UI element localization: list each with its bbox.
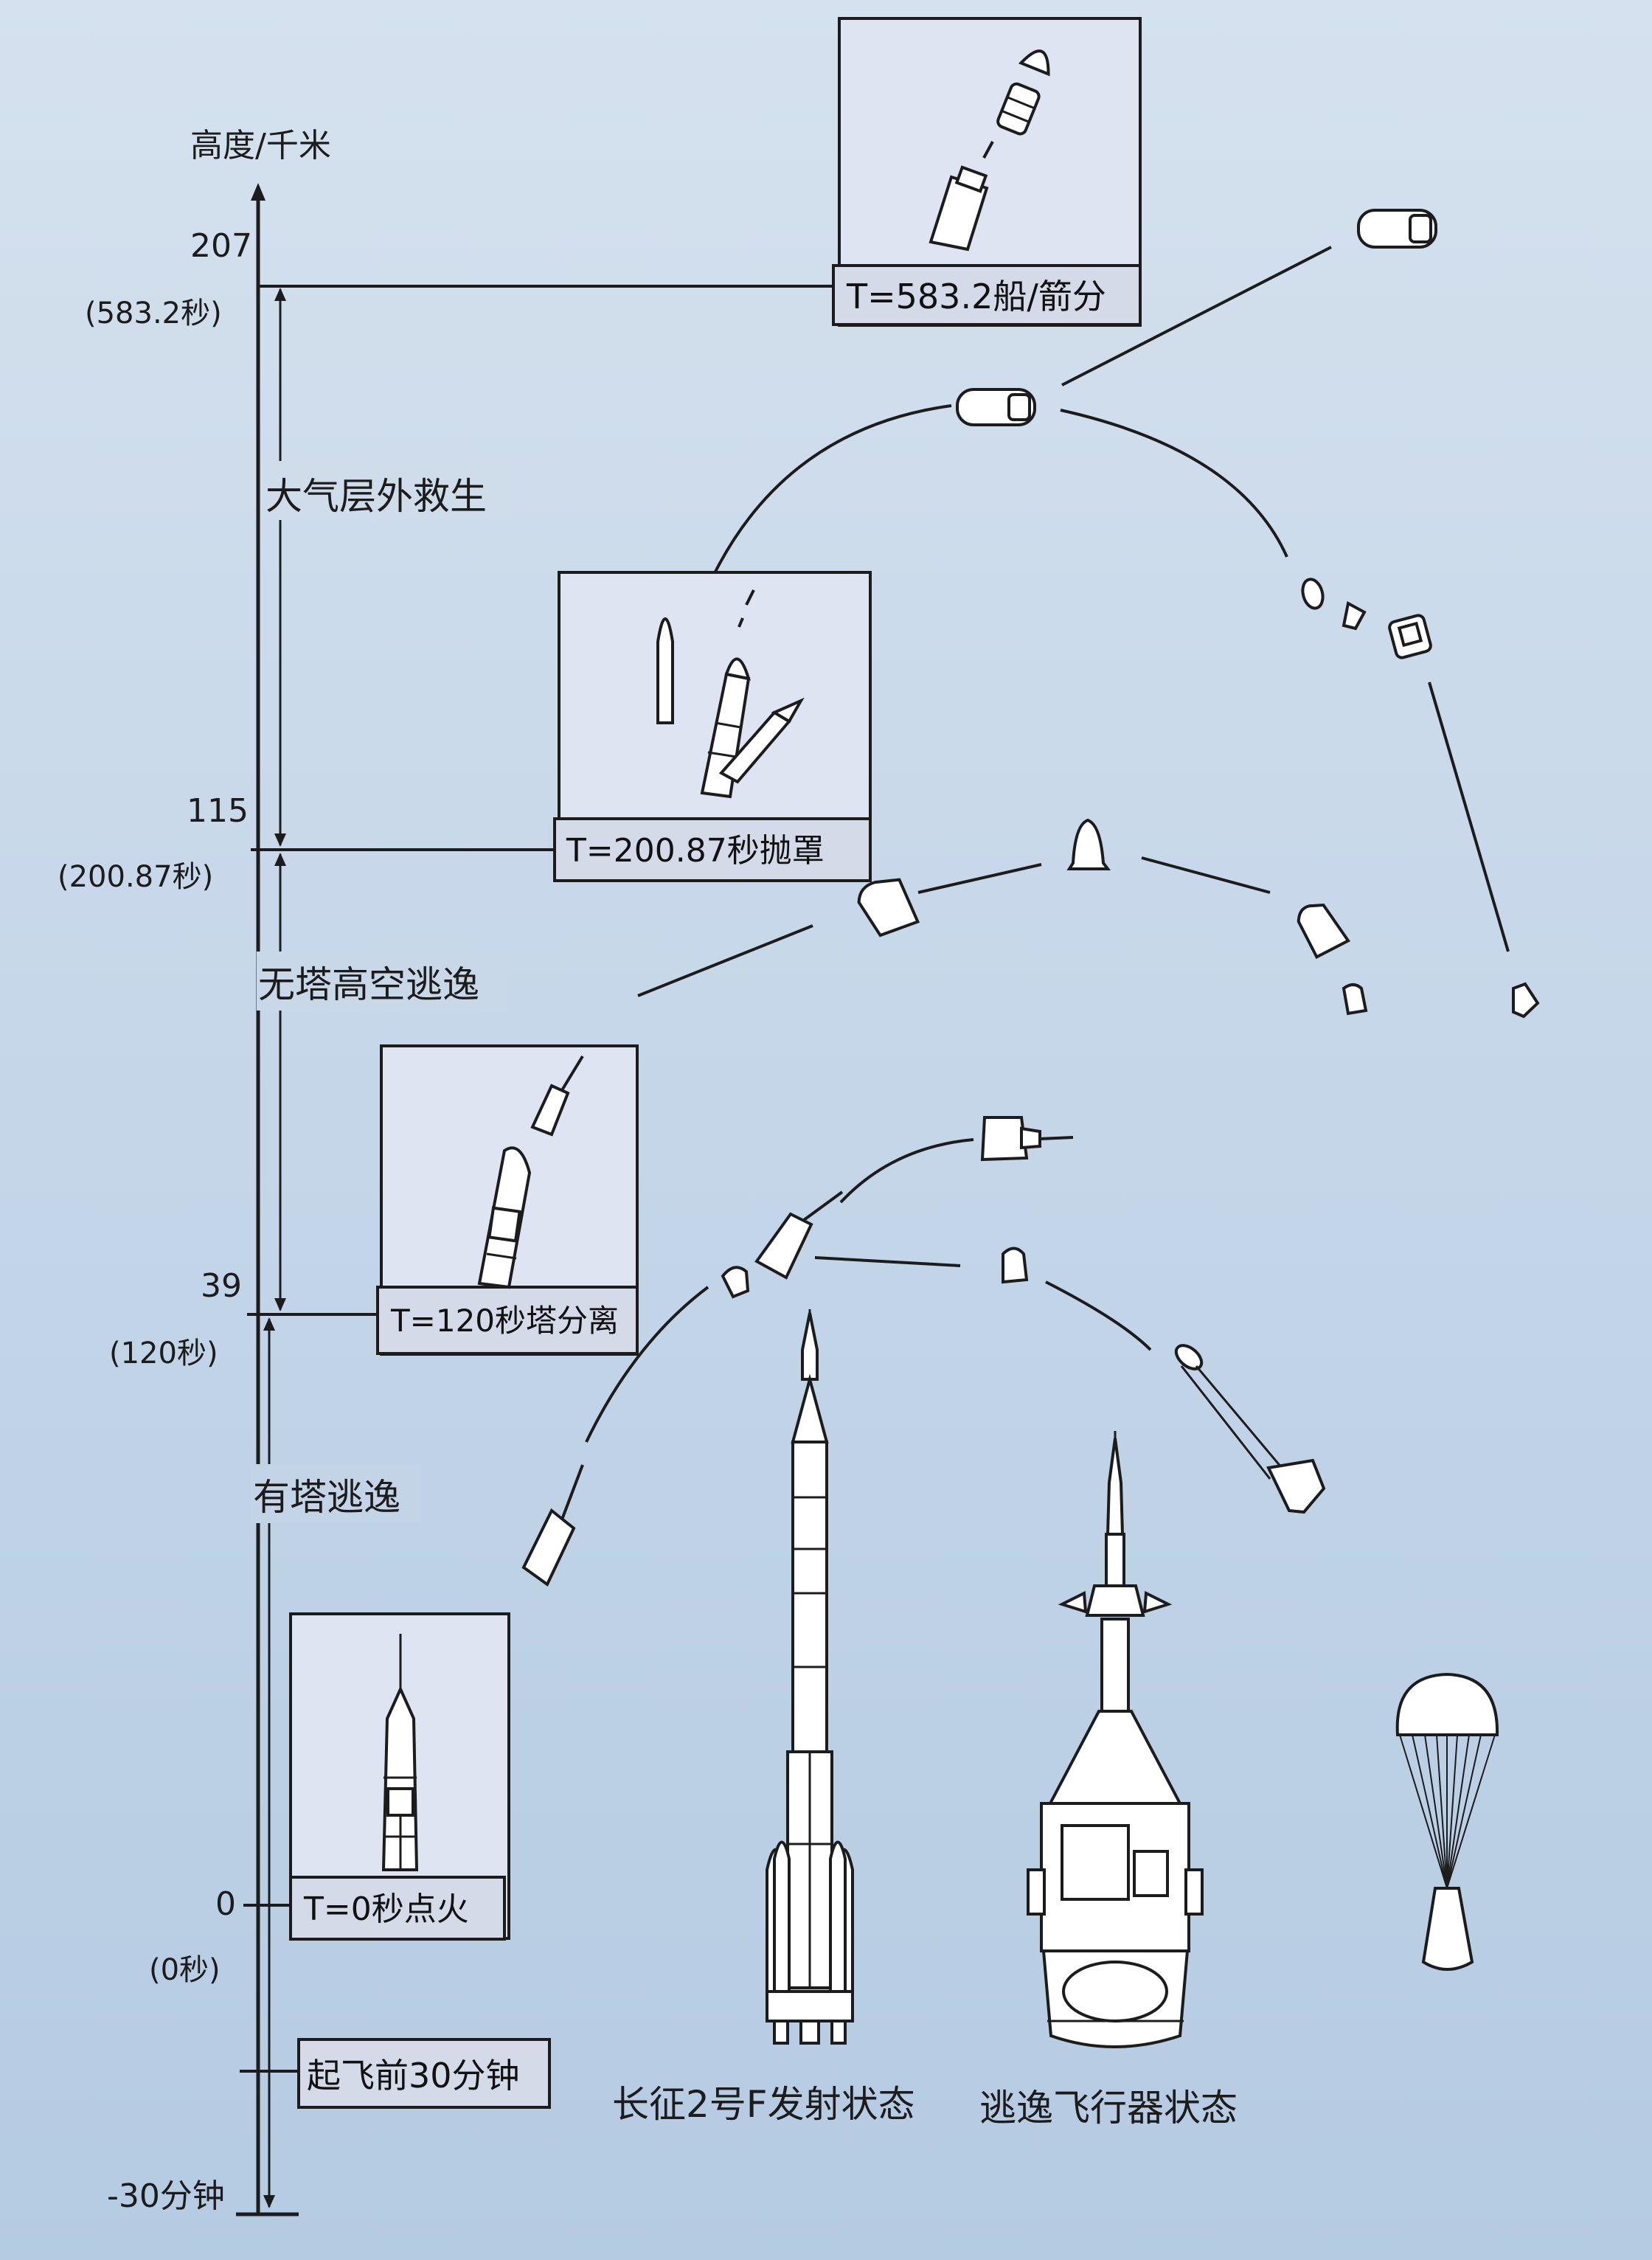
tick-altitude-minus30: -30分钟 (107, 2177, 225, 2215)
tick-time-0: (0秒) (149, 1953, 221, 1987)
phase-spans: 大气层外救生 无塔高空逃逸 有塔逃逸 (251, 288, 513, 2208)
capsule-icon (1357, 209, 1437, 249)
caption-escape-vehicle: 逃逸飞行器状态 (979, 2087, 1238, 2129)
event-box-separation: T=583.2船/箭分 (832, 17, 1142, 327)
drogue-capsule-icon (1174, 1344, 1326, 1514)
event-prelaunch-label: 起飞前30分钟 (307, 2056, 520, 2096)
caption-launch-vehicle: 长征2号F发射状态 (612, 2083, 915, 2126)
phase-exo-atmospheric: 大气层外救生 (266, 475, 487, 518)
phase-towerless-escape: 无塔高空逃逸 (258, 963, 479, 1006)
event-tower-label: T=120秒塔分离 (390, 1303, 619, 1339)
axis-title: 高度/千米 (190, 127, 331, 164)
tick-altitude-0: 0 (215, 1885, 236, 1923)
capsule-icon (1066, 818, 1111, 870)
event-box-ignition: T=0秒点火 (289, 1612, 510, 1941)
event-box-tower: T=120秒塔分离 (376, 1044, 639, 1356)
long-march-2f-rocket (766, 1309, 854, 2045)
tick-altitude-115: 115 (187, 792, 249, 830)
escape-vehicle-icon (754, 1190, 844, 1280)
trajectory-towerless (637, 818, 1368, 1016)
tick-time-200: (200.87秒) (58, 860, 213, 894)
event-separation-label: T=583.2船/箭分 (846, 277, 1106, 316)
tick-altitude-207: 207 (190, 227, 252, 265)
escape-vehicle-icon (980, 1116, 1074, 1162)
tick-altitude-39: 39 (201, 1267, 242, 1305)
event-fairing-label: T=200.87秒抛罩 (566, 832, 825, 870)
event-box-fairing: T=200.87秒抛罩 (553, 571, 872, 882)
event-ignition-label: T=0秒点火 (303, 1890, 469, 1928)
altitude-axis: 高度/千米 207 (583.2秒) 115 (200.87秒) 39 (120… (58, 127, 835, 2216)
escape-flight-vehicle (1027, 1431, 1204, 2048)
axis-arrow-icon (251, 183, 266, 201)
event-box-prelaunch: 起飞前30分钟 (297, 2038, 551, 2109)
trajectory-exo (714, 209, 1540, 1019)
tick-time-583: (583.2秒) (85, 297, 222, 330)
trajectory-tower (521, 1116, 1326, 1587)
capsule-icon (1297, 903, 1350, 960)
parachute-icon (1395, 1672, 1499, 1971)
capsule-icon (956, 388, 1036, 426)
phase-tower-escape: 有塔逃逸 (253, 1476, 400, 1519)
capsule-icon (857, 878, 920, 937)
escape-vehicle-icon (521, 1464, 584, 1587)
tick-time-120: (120秒) (109, 1337, 218, 1370)
